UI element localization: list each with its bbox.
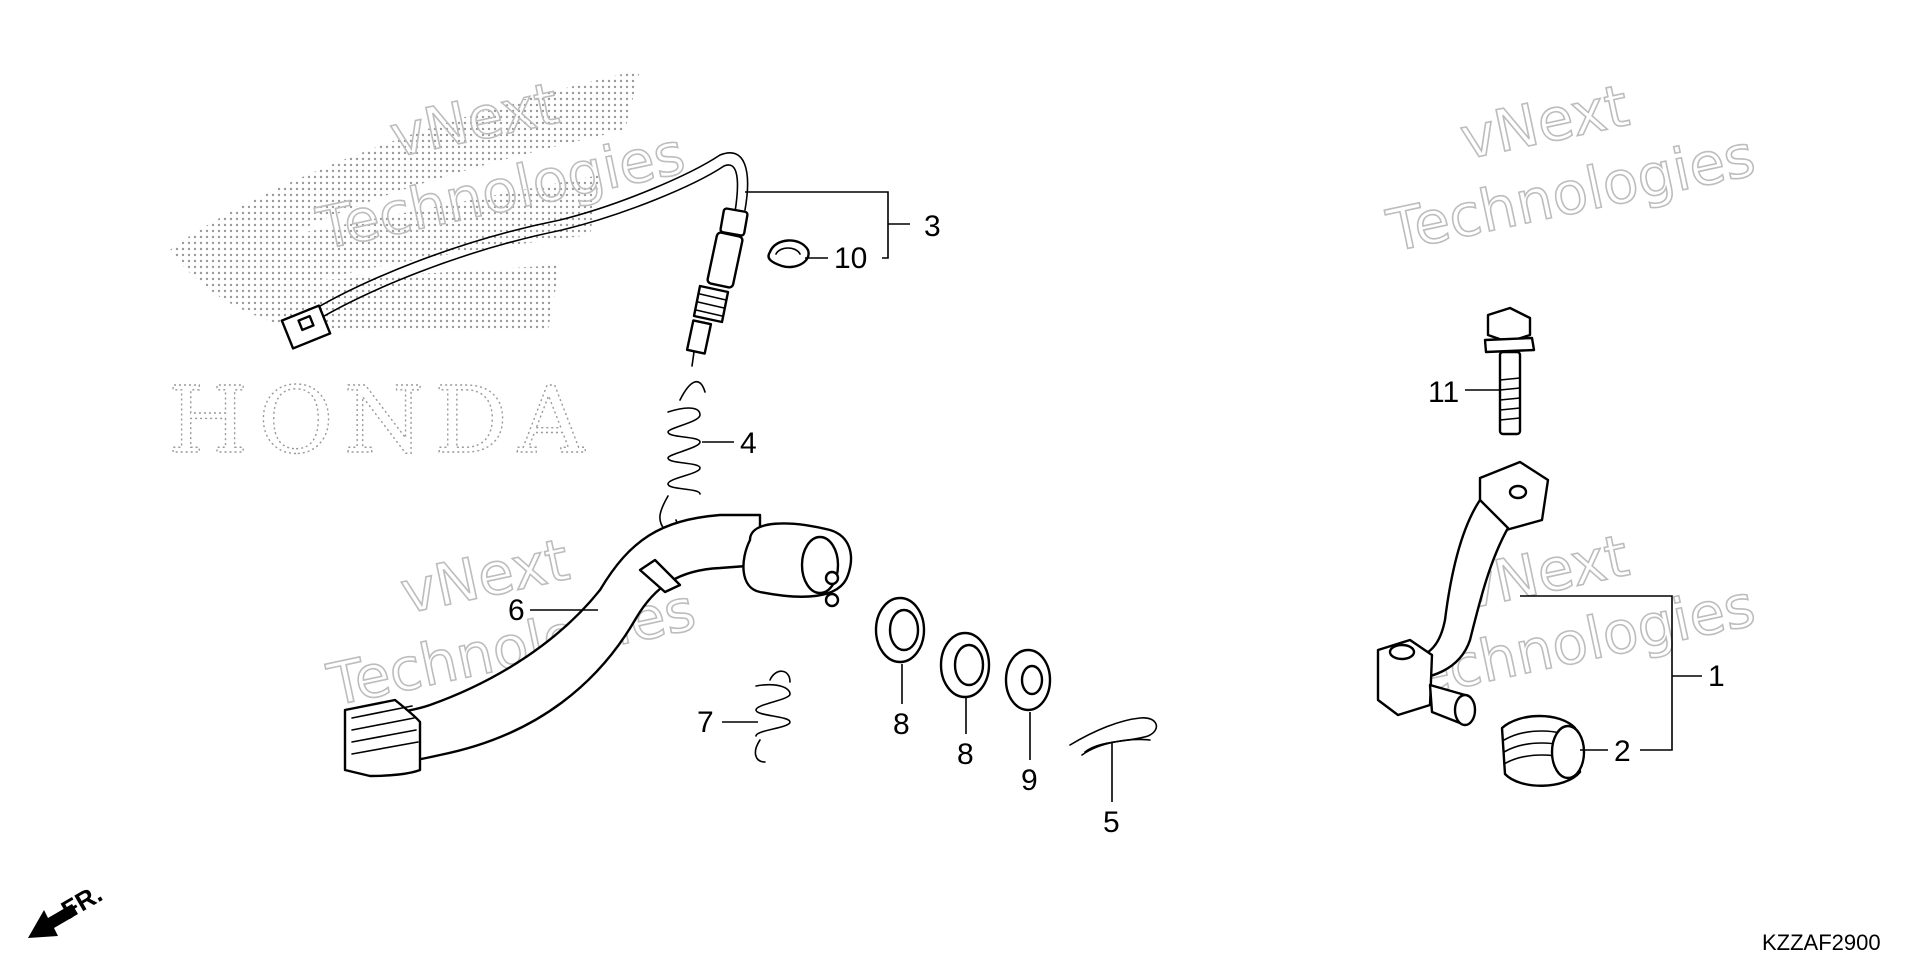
front-direction-indicator: FR. (28, 878, 107, 938)
switch-plunger (685, 319, 713, 355)
pedal-spring-hook (638, 558, 682, 594)
honda-brand-watermark: HONDA (168, 367, 594, 474)
callout-2: 2 (1614, 735, 1631, 768)
callout-4: 4 (740, 427, 757, 460)
callout-5: 5 (1103, 806, 1120, 839)
part-8-oil-seal-b[interactable] (939, 631, 991, 699)
callout-7: 7 (697, 706, 714, 739)
connector-latch (297, 314, 315, 332)
arm-boss (1376, 638, 1434, 717)
part-9-washer[interactable] (1004, 648, 1052, 712)
part-4-spring[interactable] (659, 380, 706, 533)
callout-6: 6 (508, 594, 525, 627)
front-arrow-icon (28, 904, 78, 938)
part-6-brake-pedal[interactable] (343, 513, 853, 778)
switch-body (706, 231, 744, 289)
callout-10: 10 (834, 242, 867, 275)
part-11-bolt[interactable] (1483, 306, 1536, 436)
part-1-gearshift-arm[interactable] (1376, 460, 1550, 727)
callout-3: 3 (924, 210, 941, 243)
pedal-hole-2 (824, 592, 840, 608)
callout-8-b: 8 (957, 738, 974, 771)
part-5-cotter-pin[interactable] (1069, 717, 1158, 756)
diagram-code: KZZAF2900 (1762, 930, 1881, 955)
callout-11: 11 (1428, 376, 1459, 409)
part-8-oil-seal-a[interactable] (874, 596, 926, 664)
callout-9: 9 (1021, 764, 1038, 797)
callout-1: 1 (1708, 660, 1725, 693)
callout-8-a: 8 (893, 708, 910, 741)
part-3-switch-harness[interactable] (280, 152, 749, 367)
part-2-shift-rubber[interactable] (1500, 714, 1586, 787)
watermark-top-right: vNext Technologies (1380, 71, 1761, 267)
switch-boot (719, 207, 749, 237)
pedal-tread (343, 698, 422, 778)
switch-thread (692, 284, 730, 324)
honda-wing-watermark (170, 70, 640, 330)
leader-lines (530, 191, 1702, 802)
pedal-hole-1 (824, 570, 840, 586)
part-10-clip[interactable] (767, 239, 810, 269)
part-7-spring[interactable] (754, 670, 791, 763)
